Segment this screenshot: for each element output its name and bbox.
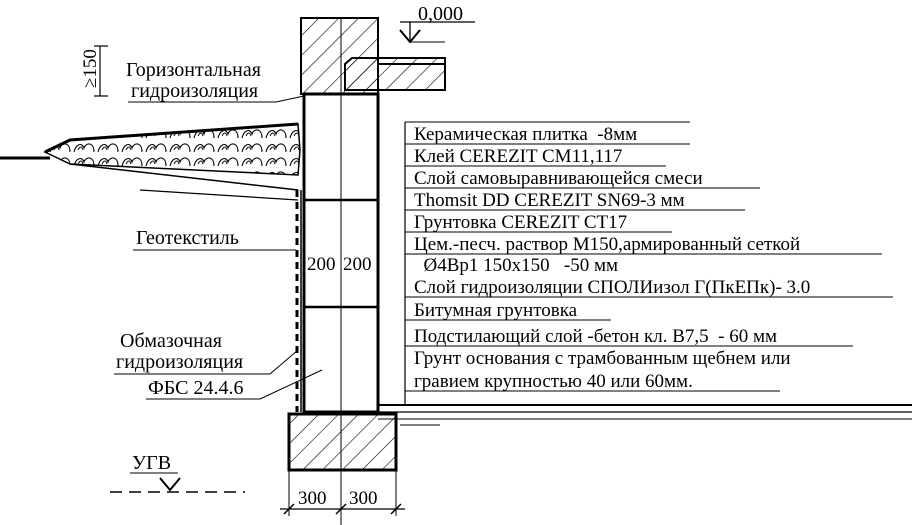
fbs-callout: ФБС 24.4.6: [146, 369, 323, 400]
horizontal-waterproofing-label-2: гидроизоляция: [131, 80, 258, 102]
layer-label: гравием крупностью 40 или 60мм.: [414, 371, 693, 392]
coating-waterproofing-callout: Обмазочная гидроизоляция: [114, 330, 299, 375]
floor-slab: [344, 57, 446, 91]
gap-dimension: ≥150: [80, 45, 108, 97]
elevation-label: 0,000: [418, 3, 463, 25]
coating-waterproofing-label-2: гидроизоляция: [116, 351, 243, 373]
footing-dimension: 300 300: [280, 470, 405, 516]
ground-blind-area: [0, 122, 301, 201]
block-dimension: 200 200: [307, 254, 372, 275]
layer-label: Клей CEREZIT CM11,117: [414, 146, 622, 167]
footing-cushion: [287, 412, 398, 472]
layer-label: Цем.-песч. раствор М150,армированный сет…: [414, 234, 800, 255]
horizontal-waterproofing-callout: Горизонтальная гидроизоляция: [126, 59, 305, 103]
geotextile-label: Геотекстиль: [136, 227, 239, 249]
layer-label: Слой гидроизоляции СПОЛИизол Г(ПкЕПк)- 3…: [414, 277, 810, 298]
layer-label: Thomsit DD CEREZIT SN69-3 мм: [414, 190, 685, 211]
fbs-label: ФБС 24.4.6: [148, 377, 244, 399]
groundwater-level-marker: УГВ: [110, 452, 245, 493]
layer-label: Подстилающий слой -бетон кл. В7,5 - 60 м…: [414, 326, 777, 347]
block-width-left: 200: [307, 254, 336, 275]
footing-width-left: 300: [298, 488, 327, 509]
upper-wall: [300, 17, 379, 95]
layer-label: Грунтовка CEREZIT CT17: [414, 212, 627, 233]
groundwater-label: УГВ: [132, 452, 171, 474]
block-width-right: 200: [343, 254, 372, 275]
layer-label: Керамическая плитка -8мм: [414, 124, 637, 145]
floor-layers-detail: [378, 404, 912, 426]
elevation-marker: 0,000: [399, 3, 475, 44]
layer-label: Битумная грунтовка: [414, 300, 578, 321]
layer-label: Грунт основания с трамбованным щебнем ил…: [414, 348, 791, 369]
horizontal-waterproofing-label-1: Горизонтальная: [126, 59, 261, 81]
layer-label: Ø4Вр1 150х150 -50 мм: [414, 255, 618, 276]
gap-dimension-value: ≥150: [80, 49, 101, 88]
footing-width-right: 300: [349, 488, 378, 509]
geotextile-membrane: [295, 190, 302, 412]
coating-waterproofing-label-1: Обмазочная: [120, 330, 222, 352]
geotextile-callout: Геотекстиль: [133, 227, 296, 251]
layer-label: Слой самовыравнивающейся смеси: [414, 168, 703, 189]
